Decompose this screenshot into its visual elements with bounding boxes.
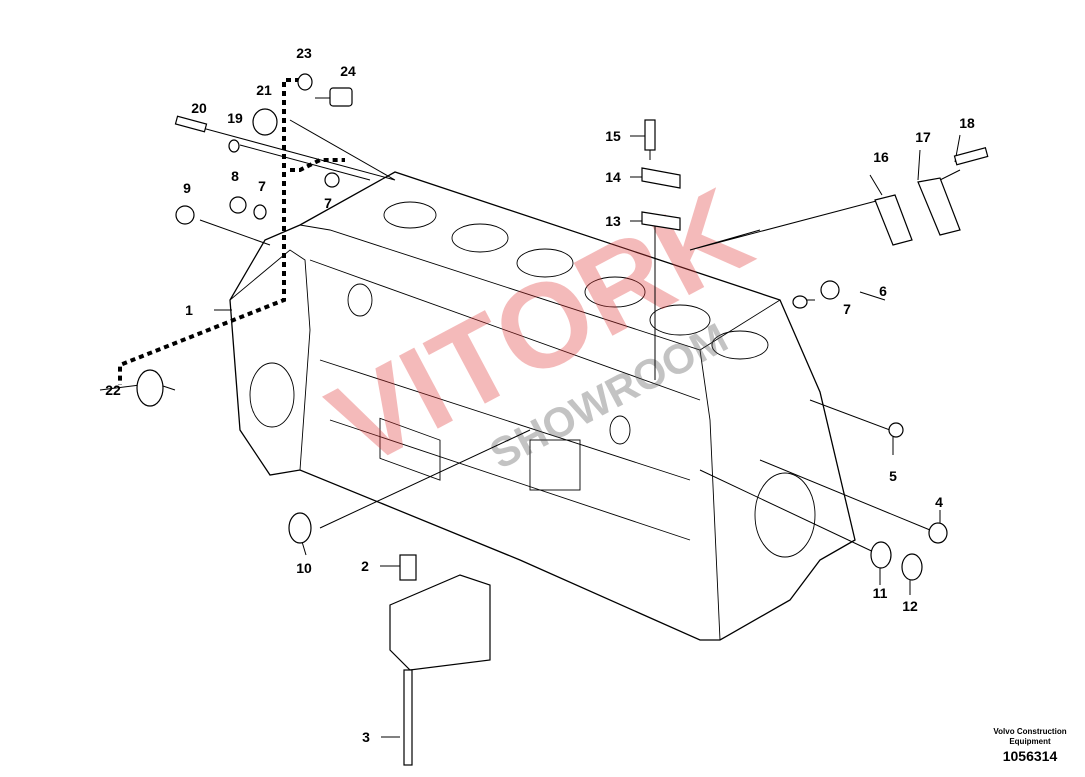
callout-2: 2 xyxy=(361,558,369,574)
plug-22 xyxy=(136,369,164,407)
bracket-14 xyxy=(641,167,681,189)
screw-15 xyxy=(644,119,656,151)
callout-7: 7 xyxy=(843,301,851,317)
callout-22: 22 xyxy=(105,382,121,398)
document-number: 1056314 xyxy=(1002,748,1058,764)
reference-dash-line xyxy=(290,158,345,172)
seal-ring-23 xyxy=(297,73,313,91)
callout-labels: 23 24 21 20 19 9 8 7 7 1 22 15 14 13 16 … xyxy=(105,45,975,745)
plug-7b xyxy=(324,172,340,188)
cylinder-block xyxy=(229,171,856,641)
callout-20: 20 xyxy=(191,100,207,116)
callout-18: 18 xyxy=(959,115,975,131)
parts xyxy=(136,73,989,766)
brand-line-1: Volvo Construction xyxy=(993,727,1067,736)
screw-18 xyxy=(953,147,989,166)
callout-17: 17 xyxy=(915,129,931,145)
seal-ring-7c xyxy=(792,295,808,309)
plug-21 xyxy=(252,108,278,136)
plug-9 xyxy=(175,205,195,225)
callout-10: 10 xyxy=(296,560,312,576)
callout-24: 24 xyxy=(340,63,356,79)
plug-5 xyxy=(888,422,904,438)
seal-ring-7 xyxy=(253,204,267,220)
callout-15: 15 xyxy=(605,128,621,144)
bushing-11 xyxy=(870,541,892,569)
gasket-13 xyxy=(641,211,681,231)
callout-23: 23 xyxy=(296,45,312,61)
callout-19: 19 xyxy=(227,110,243,126)
callout-11: 11 xyxy=(873,585,888,601)
gasket-16 xyxy=(874,194,913,246)
callout-13: 13 xyxy=(605,213,621,229)
bushing-12 xyxy=(901,553,923,581)
callout-21: 21 xyxy=(256,82,272,98)
callout-12: 12 xyxy=(902,598,918,614)
plug-8 xyxy=(229,196,247,214)
callout-9: 9 xyxy=(183,180,191,196)
callout-5: 5 xyxy=(889,468,897,484)
reference-dash-line xyxy=(118,78,300,385)
callout-1: 1 xyxy=(185,302,193,318)
washer-19 xyxy=(228,139,240,153)
callout-7: 7 xyxy=(324,195,332,211)
plug-4 xyxy=(928,522,948,544)
callout-3: 3 xyxy=(362,729,370,745)
cover-17 xyxy=(917,177,961,236)
callout-16: 16 xyxy=(873,149,889,165)
callout-4: 4 xyxy=(935,494,943,510)
callout-7: 7 xyxy=(258,178,266,194)
callout-14: 14 xyxy=(605,169,621,185)
bearing-cap xyxy=(389,574,491,671)
callout-8: 8 xyxy=(231,168,239,184)
brand-caption: Volvo Construction Equipment 1056314 xyxy=(975,727,1085,765)
plug-10 xyxy=(288,512,312,544)
brand-line-2: Equipment xyxy=(1009,737,1051,746)
sleeve-2 xyxy=(399,554,417,581)
screw-20 xyxy=(174,115,208,133)
plug-24 xyxy=(329,87,353,107)
screw-3 xyxy=(403,669,413,766)
callout-6: 6 xyxy=(879,283,887,299)
plug-6 xyxy=(820,280,840,300)
